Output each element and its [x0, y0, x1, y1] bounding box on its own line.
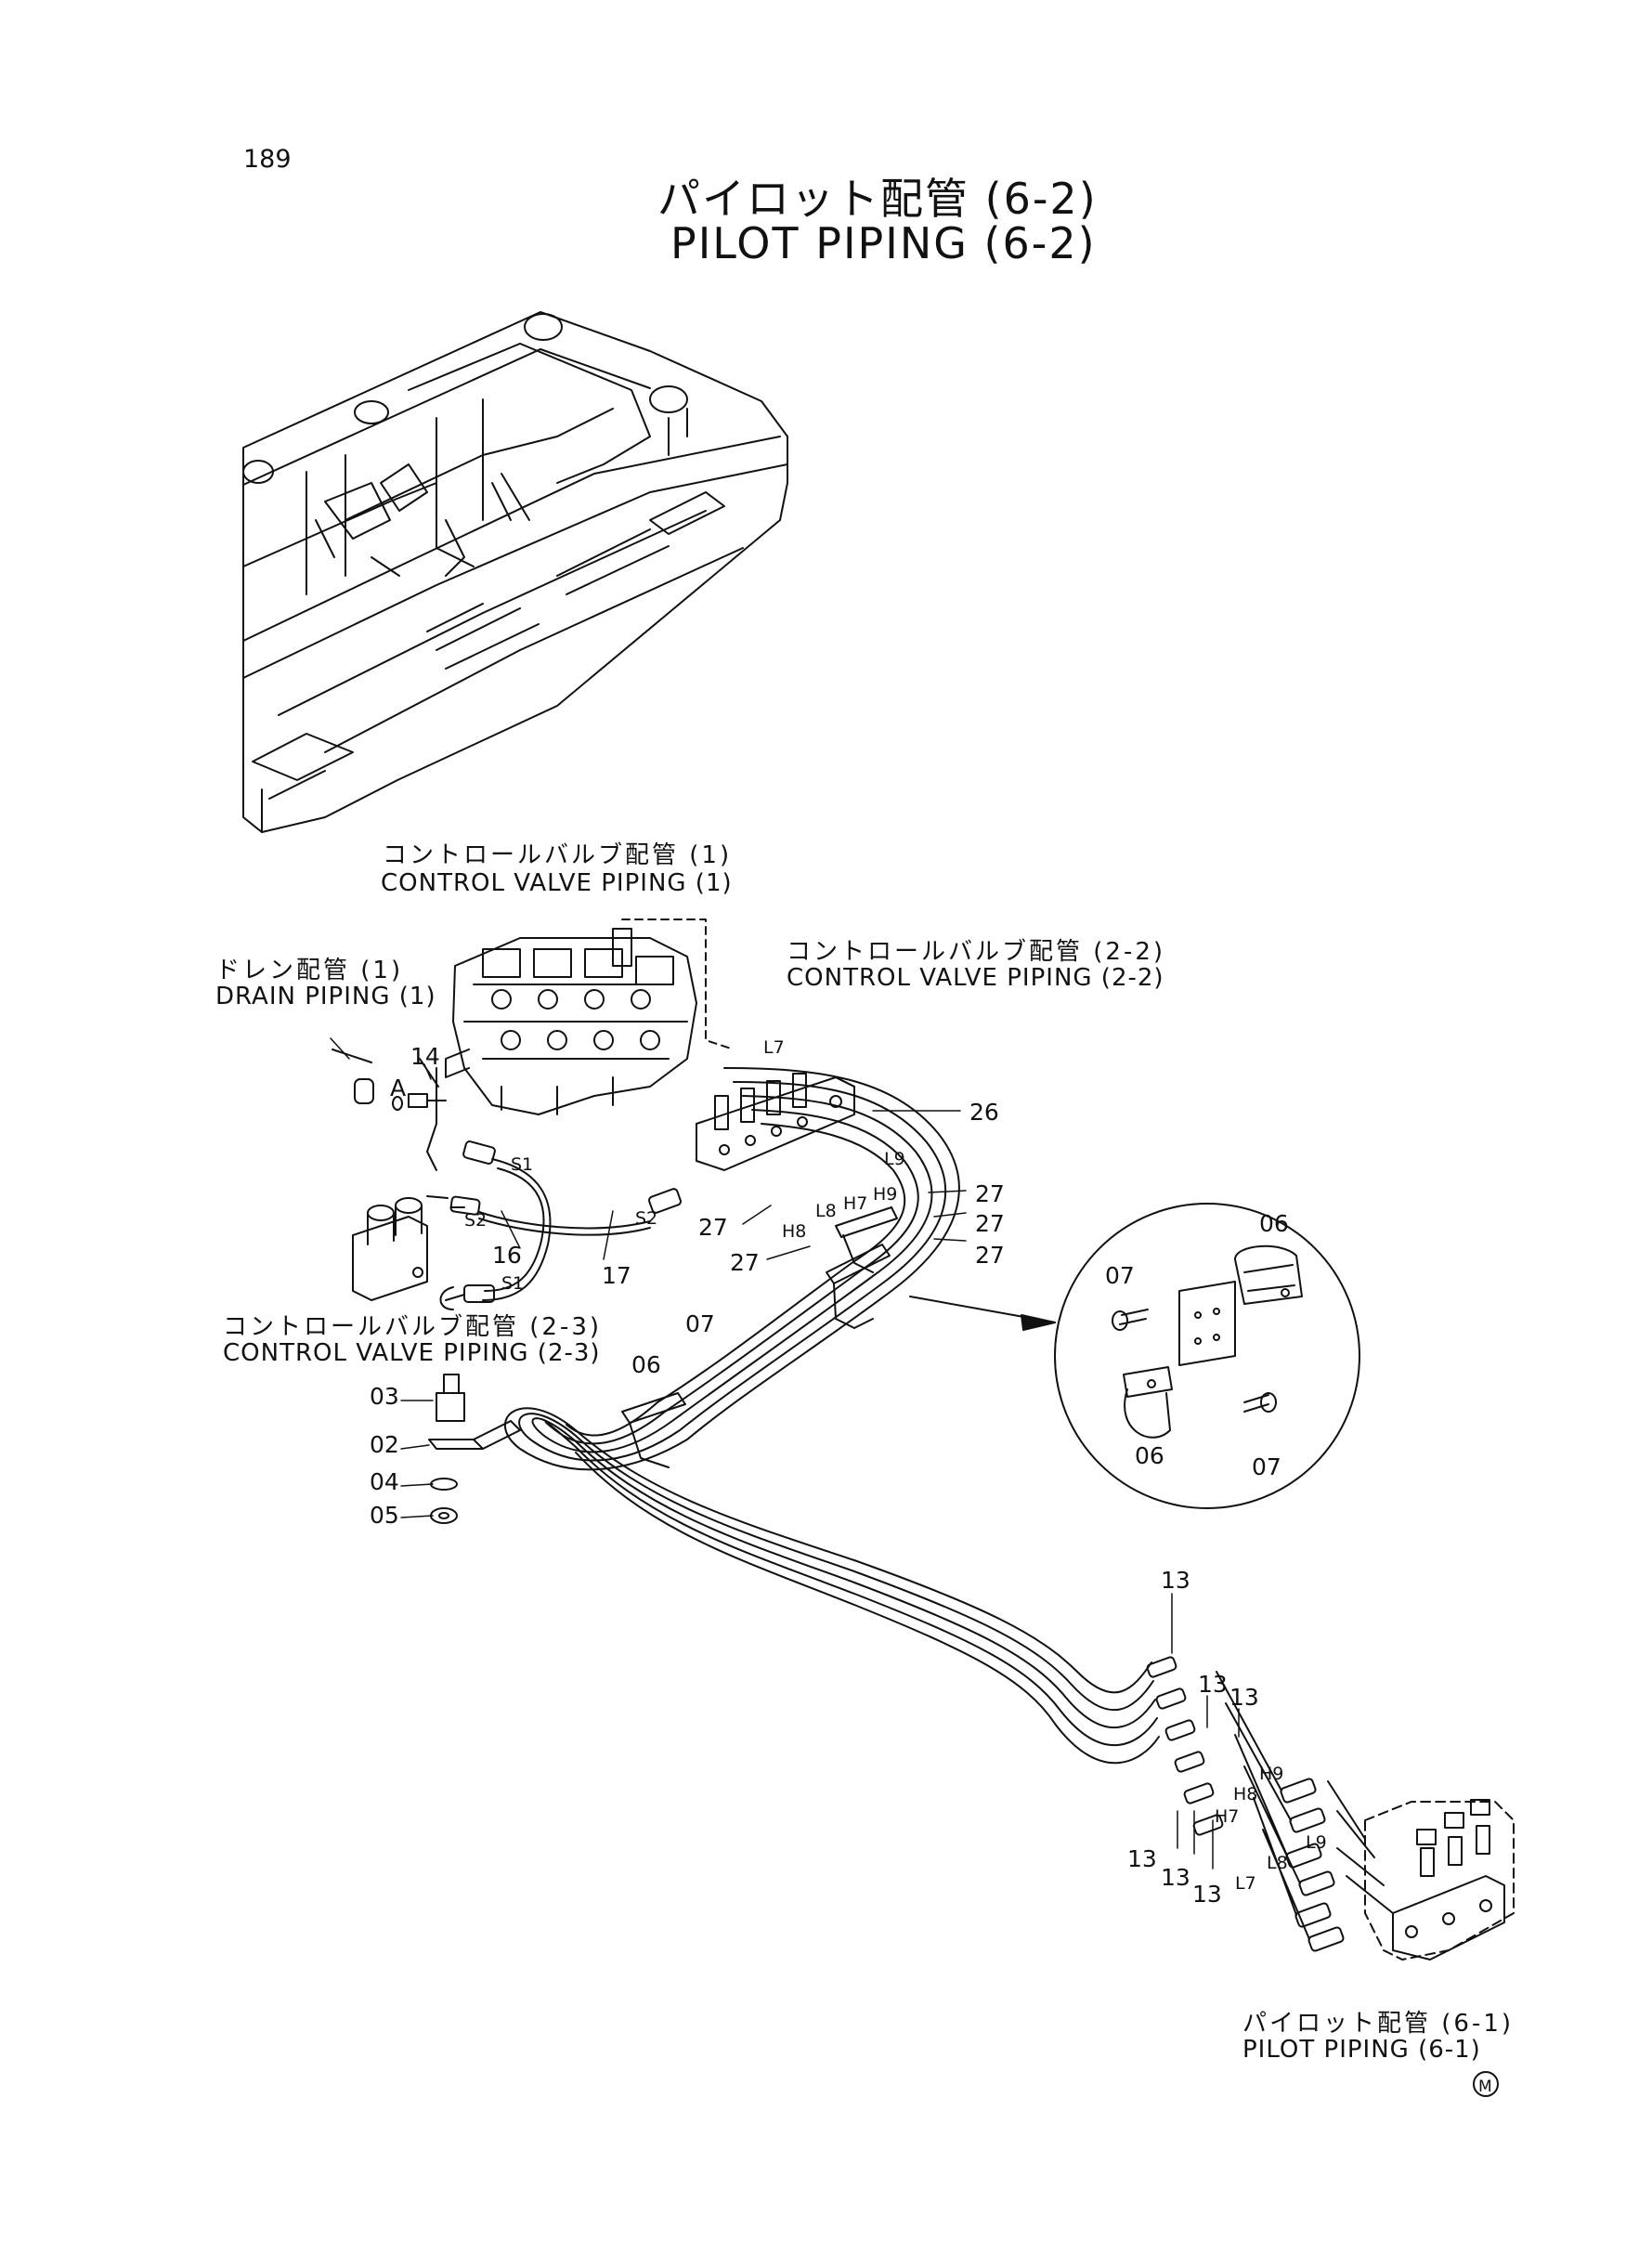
ref-drain-piping-1-ja: ドレン配管 (1) — [215, 957, 404, 984]
port-l7-upper: L7 — [763, 1037, 785, 1058]
callout-03: 03 — [370, 1383, 399, 1410]
drain-fittings — [332, 1049, 447, 1171]
machine-frame-illustration — [242, 311, 788, 833]
port-h8-upper: H8 — [782, 1221, 806, 1242]
callout-27-d: 27 — [698, 1214, 728, 1241]
ref-pilot-piping-6-1-en: PILOT PIPING (6-1) — [1242, 2036, 1481, 2064]
view-marker-a: A — [390, 1075, 406, 1101]
ref-control-valve-piping-2-2-ja: コントロールバルブ配管 (2-2) — [787, 938, 1166, 966]
port-l9-lower: L9 — [1306, 1832, 1327, 1853]
port-l8-upper: L8 — [815, 1201, 837, 1221]
mounting-hardware — [428, 1374, 521, 1524]
page-title-japanese: パイロット配管 (6-2) — [657, 174, 1098, 224]
callout-07-b: 07 — [1105, 1262, 1135, 1289]
detail-view-circle — [909, 1203, 1360, 1509]
callout-13-d: 13 — [1127, 1845, 1157, 1872]
callout-13-f: 13 — [1192, 1881, 1222, 1908]
page-number: 189 — [243, 145, 292, 174]
port-l8-lower: L8 — [1267, 1853, 1288, 1873]
port-h9-upper: H9 — [873, 1184, 897, 1205]
callout-27-a: 27 — [975, 1180, 1005, 1207]
hose-end-fittings — [1146, 1656, 1394, 1952]
pilot-valve-6-1 — [1364, 1799, 1515, 1961]
ref-control-valve-piping-2-3-en: CONTROL VALVE PIPING (2-3) — [223, 1339, 601, 1367]
ref-control-valve-piping-1-en: CONTROL VALVE PIPING (1) — [381, 869, 733, 897]
callout-13-e: 13 — [1161, 1864, 1190, 1891]
control-valve-body — [445, 919, 735, 1115]
callout-26: 26 — [969, 1099, 999, 1126]
ref-drain-piping-1-en: DRAIN PIPING (1) — [215, 983, 436, 1010]
callout-13-c: 13 — [1229, 1684, 1259, 1711]
callout-06-b: 06 — [1259, 1210, 1289, 1237]
pilot-hose-bundle — [503, 1067, 1160, 1765]
callout-17: 17 — [602, 1262, 631, 1289]
control-valve-2-3-block — [352, 1197, 428, 1301]
ref-pilot-piping-6-1-ja: パイロット配管 (6-1) — [1242, 2010, 1515, 2038]
hose-clamps — [621, 1206, 898, 1468]
port-s2-left: S2 — [464, 1210, 487, 1231]
port-s1-lower: S1 — [501, 1273, 524, 1294]
callout-06-a: 06 — [631, 1351, 661, 1378]
port-h7-upper: H7 — [843, 1193, 867, 1214]
callout-27-e: 27 — [730, 1249, 760, 1276]
callout-13-a: 13 — [1161, 1567, 1190, 1594]
callout-05: 05 — [370, 1502, 399, 1529]
callout-27-c: 27 — [975, 1242, 1005, 1269]
callout-06-c: 06 — [1135, 1442, 1164, 1469]
callout-16: 16 — [492, 1242, 522, 1269]
port-h9-lower: H9 — [1259, 1764, 1283, 1784]
callout-07-c: 07 — [1252, 1453, 1281, 1480]
pilot-valve-block — [696, 1073, 855, 1171]
leader-lines — [330, 1037, 1240, 1870]
port-h8-lower: H8 — [1233, 1784, 1257, 1804]
port-h7-lower: H7 — [1215, 1806, 1239, 1827]
callout-14: 14 — [410, 1043, 440, 1070]
callout-27-b: 27 — [975, 1210, 1005, 1237]
ref-control-valve-piping-1-ja: コントロールバルブ配管 (1) — [383, 841, 733, 869]
mark-circle — [1473, 2071, 1499, 2097]
port-l7-lower: L7 — [1235, 1873, 1256, 1894]
port-s1-upper: S1 — [511, 1154, 533, 1175]
port-s2-right: S2 — [635, 1208, 657, 1229]
ref-control-valve-piping-2-3-ja: コントロールバルブ配管 (2-3) — [223, 1313, 603, 1341]
port-l9-upper: L9 — [884, 1149, 905, 1169]
callout-07-a: 07 — [685, 1310, 715, 1337]
page-title-english: PILOT PIPING (6-2) — [670, 218, 1097, 268]
callout-04: 04 — [370, 1468, 399, 1495]
callout-02: 02 — [370, 1431, 399, 1458]
mark-symbol: M — [1478, 2078, 1492, 2096]
hose-16-17 — [426, 1140, 682, 1310]
callout-13-b: 13 — [1198, 1671, 1228, 1698]
ref-control-valve-piping-2-2-en: CONTROL VALVE PIPING (2-2) — [787, 964, 1164, 992]
